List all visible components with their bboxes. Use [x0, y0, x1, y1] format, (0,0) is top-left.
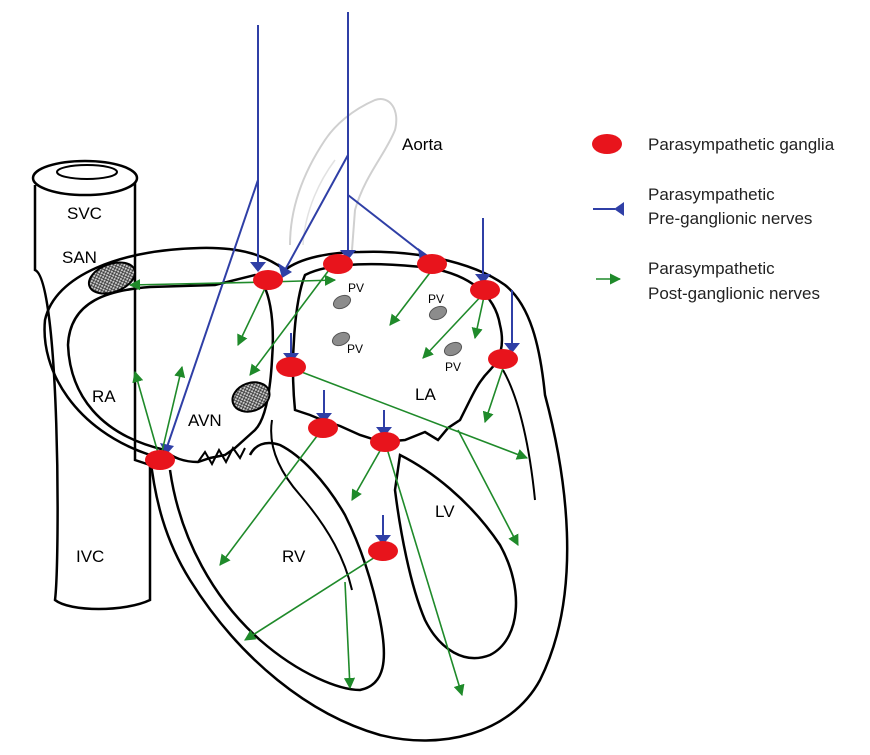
ganglia-group — [145, 254, 518, 561]
pv-node — [331, 293, 352, 311]
post-ganglionic-nerves — [130, 262, 527, 695]
ganglion — [488, 349, 518, 369]
label-ivc: IVC — [76, 547, 104, 566]
ganglion — [276, 357, 306, 377]
legend-ganglia-label: Parasympathetic ganglia — [648, 135, 835, 154]
label-svc: SVC — [67, 204, 102, 223]
legend-post-line1: Parasympathetic — [648, 259, 775, 278]
ganglion — [145, 450, 175, 470]
legend-pre-terminal — [614, 202, 624, 216]
aorta-inner — [303, 160, 335, 245]
label-la: LA — [415, 385, 436, 404]
label-pv: PV — [348, 281, 364, 295]
ganglion — [370, 432, 400, 452]
ganglion — [368, 541, 398, 561]
label-lv: LV — [435, 502, 455, 521]
ganglion — [417, 254, 447, 274]
pv-node — [442, 340, 463, 358]
lv-inner — [395, 455, 516, 658]
ganglion — [253, 270, 283, 290]
label-rv: RV — [282, 547, 306, 566]
pv-node — [427, 304, 448, 322]
ganglion — [308, 418, 338, 438]
rv-inner — [170, 443, 384, 690]
ganglion — [323, 254, 353, 274]
label-aorta: Aorta — [402, 135, 443, 154]
avn-zigzag — [198, 448, 245, 464]
legend-post-line2: Post-ganglionic nerves — [648, 284, 820, 303]
lv-wall — [503, 370, 535, 500]
label-pv: PV — [347, 342, 363, 356]
legend-ganglia-swatch — [592, 134, 622, 154]
svc-lumen — [57, 165, 117, 179]
label-ra: RA — [92, 387, 116, 406]
label-san: SAN — [62, 248, 97, 267]
label-pv: PV — [428, 292, 444, 306]
label-pv: PV — [445, 360, 461, 374]
legend-pre-line2: Pre-ganglionic nerves — [648, 209, 812, 228]
legend-pre-line1: Parasympathetic — [648, 185, 775, 204]
pre-ganglionic-terminals — [160, 248, 520, 545]
ganglion — [470, 280, 500, 300]
aorta-outline — [290, 99, 396, 250]
legend: Parasympathetic ganglia Parasympathetic … — [592, 134, 835, 303]
label-avn: AVN — [188, 411, 222, 430]
avn-node — [228, 377, 273, 416]
